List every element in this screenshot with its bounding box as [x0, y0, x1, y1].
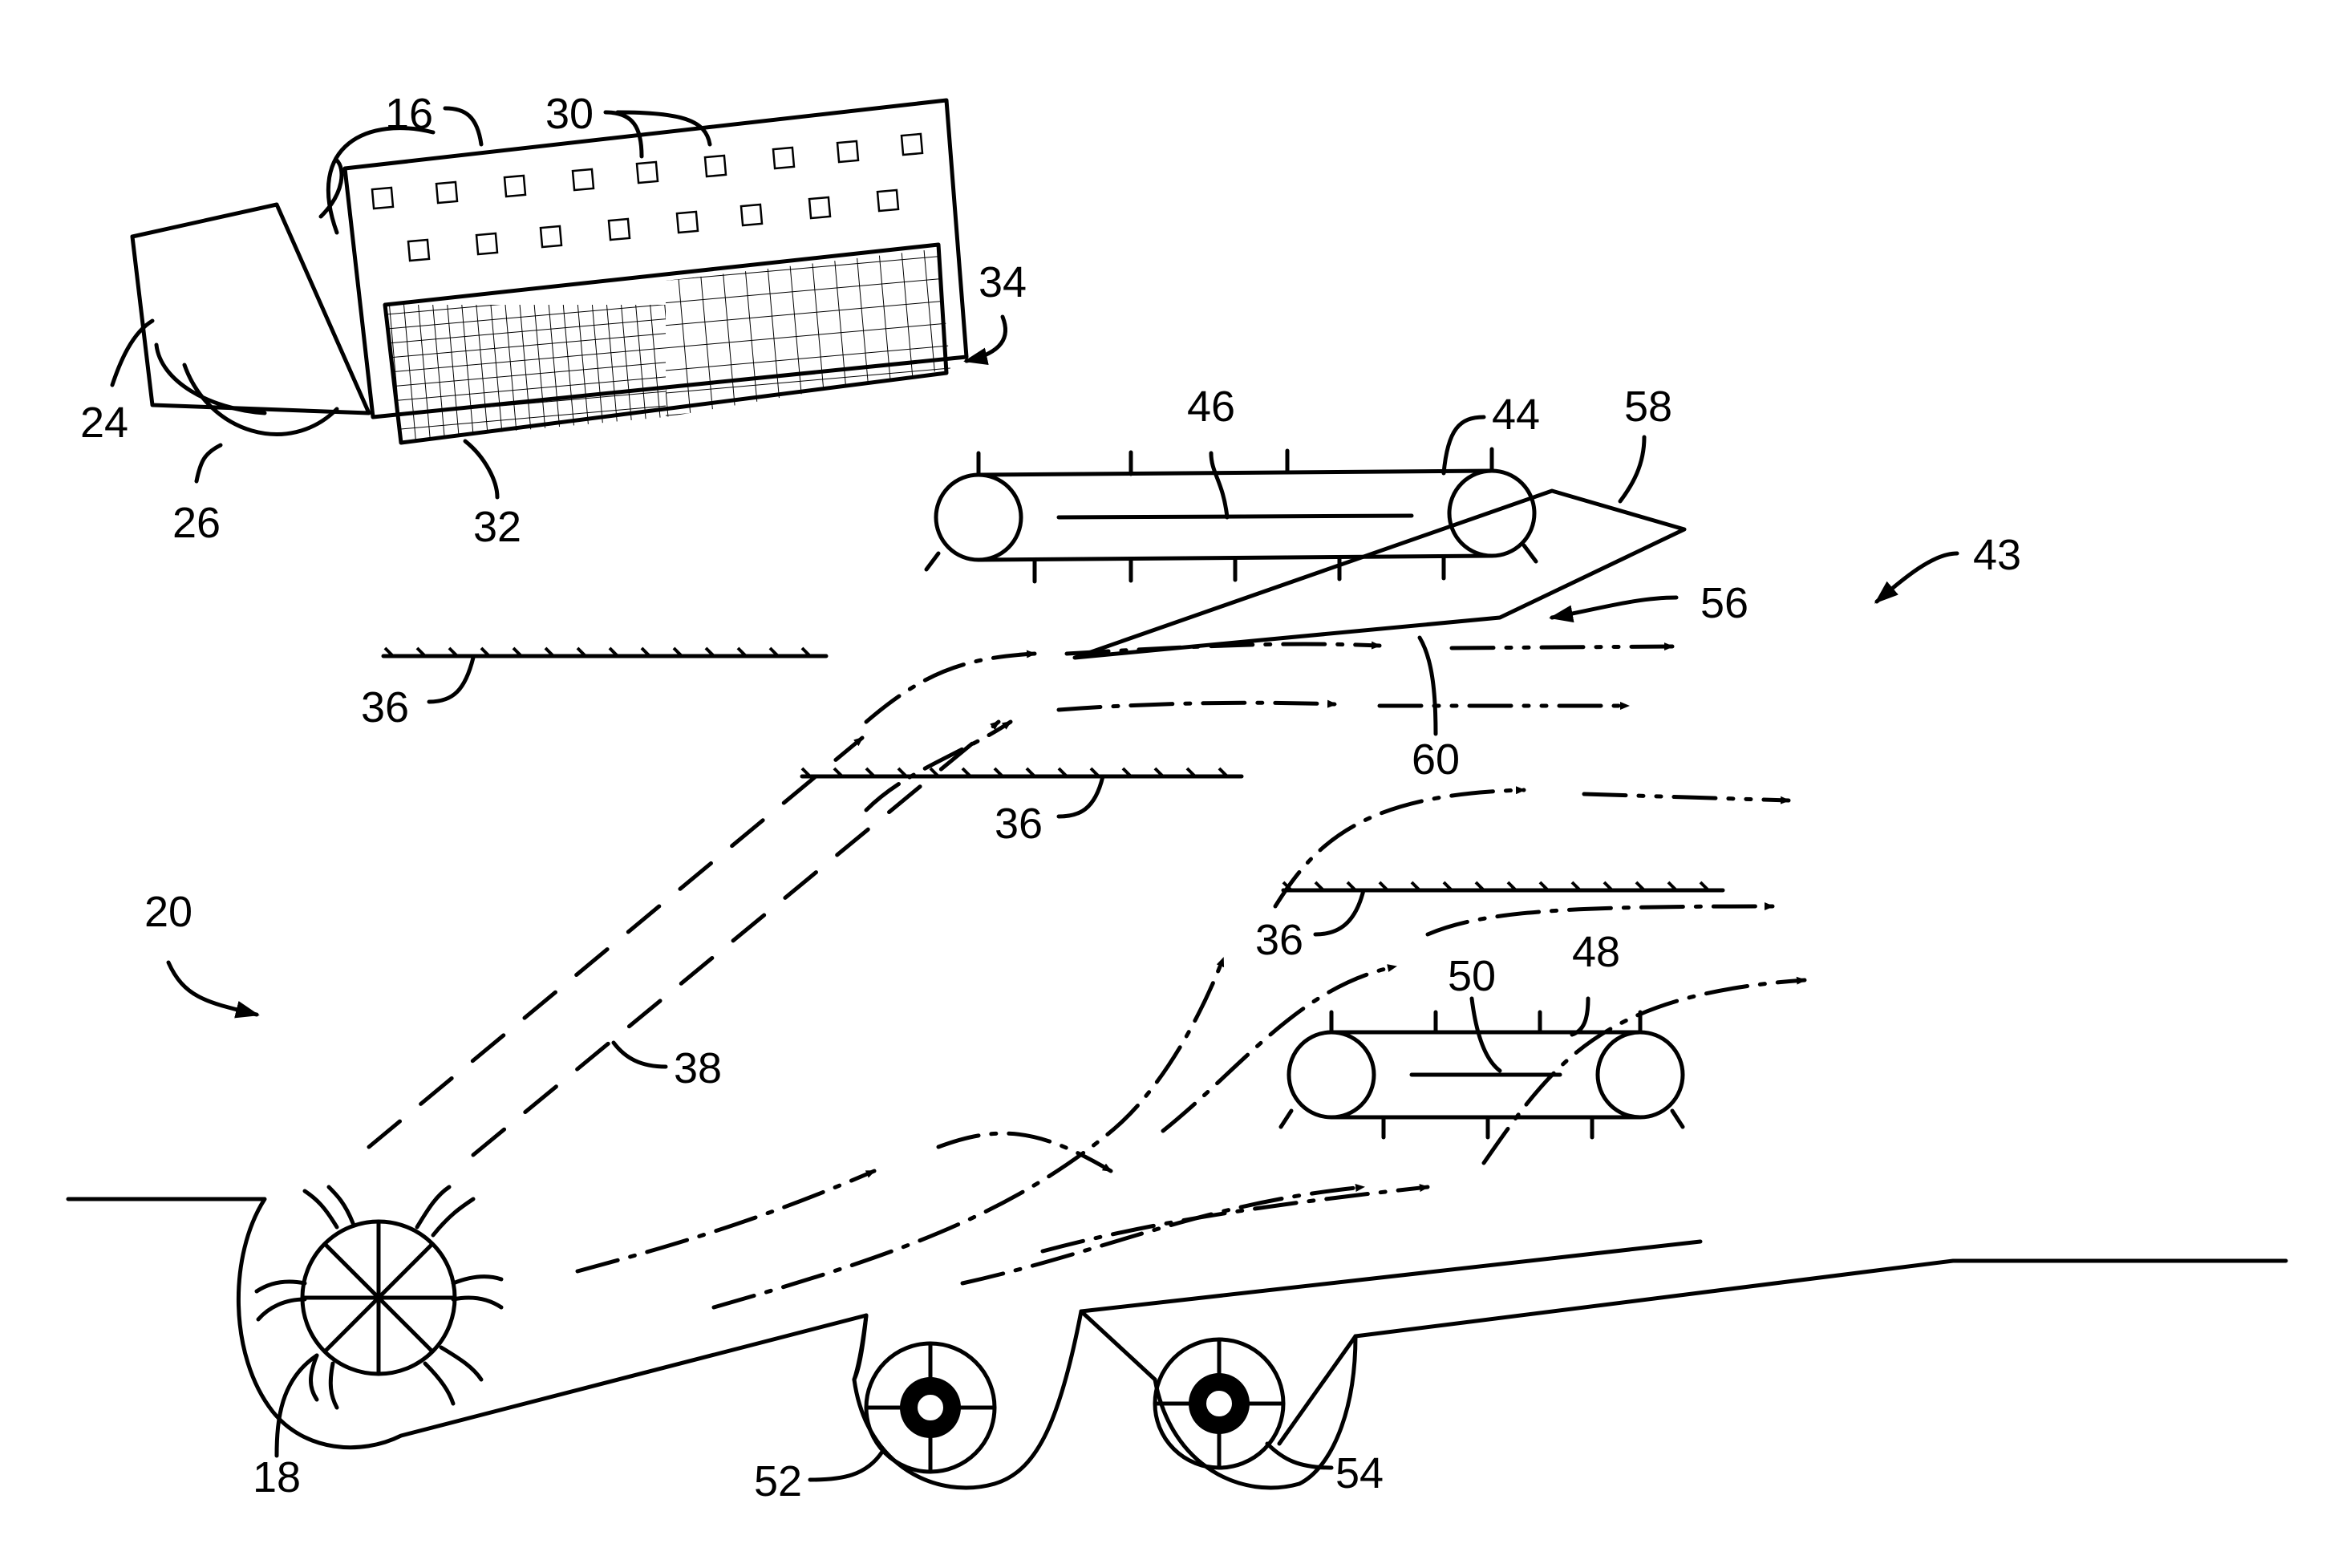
label-54: 54: [1335, 1449, 1384, 1497]
label-26: 26: [172, 499, 221, 547]
leader-60: [1420, 638, 1436, 734]
leader-38: [614, 1043, 666, 1067]
leader-44: [1444, 417, 1484, 473]
leader-36a: [429, 658, 473, 702]
label-16: 16: [385, 90, 433, 138]
guide-plate-36-lower-right: [1283, 882, 1723, 890]
label-48: 48: [1572, 928, 1620, 976]
label-52: 52: [754, 1457, 802, 1505]
label-36-middle: 36: [995, 800, 1043, 848]
sensor-row-upper: [372, 134, 922, 209]
sensor-grid-fine: [385, 305, 666, 441]
guide-plate-36-middle: [802, 768, 1242, 776]
label-32: 32: [473, 503, 521, 551]
lower-conveyor-48: [1281, 1012, 1683, 1137]
wheel-arc-top: [328, 128, 433, 233]
trajectories-dashdot: [577, 644, 1805, 1307]
upper-conveyor-44: [926, 449, 1684, 658]
leader-36b: [1059, 776, 1103, 816]
label-56: 56: [1700, 579, 1748, 627]
label-38: 38: [674, 1044, 722, 1092]
label-24: 24: [80, 399, 128, 447]
leader-26: [197, 445, 221, 481]
pocket-54: [1155, 1336, 1355, 1488]
leader-52: [810, 1452, 882, 1480]
label-30: 30: [545, 90, 594, 138]
roller-52: [866, 1343, 995, 1472]
label-34: 34: [979, 258, 1027, 306]
label-46: 46: [1187, 383, 1235, 431]
leader-34: [966, 317, 1006, 361]
label-58: 58: [1624, 383, 1672, 431]
rotor-18: [257, 1187, 501, 1408]
leader-43: [1877, 553, 1957, 602]
label-36-lower: 36: [1255, 916, 1303, 964]
sensor-row-lower: [408, 190, 898, 261]
belt-46: [1059, 516, 1412, 517]
trough-profile: [68, 1199, 2286, 1488]
leader-32: [465, 441, 497, 497]
guide-plate-36-upper-left: [383, 648, 826, 656]
label-60: 60: [1412, 735, 1460, 784]
leader-36c: [1315, 890, 1363, 934]
leader-56: [1552, 598, 1676, 618]
label-20: 20: [144, 888, 192, 936]
leader-16: [445, 108, 481, 144]
housing-front-panel: [132, 205, 369, 413]
sensor-housing-16: [132, 100, 966, 443]
label-50: 50: [1448, 952, 1496, 1000]
crescent-bottom: [156, 345, 265, 413]
roller-54: [1155, 1339, 1283, 1468]
leader-50: [1472, 999, 1500, 1071]
leader-20: [168, 962, 257, 1015]
leader-46: [1211, 453, 1227, 517]
label-44: 44: [1492, 391, 1540, 439]
label-43: 43: [1973, 531, 2021, 579]
label-36-upper: 36: [361, 683, 409, 731]
leader-48: [1572, 999, 1588, 1035]
leader-58: [1620, 437, 1644, 501]
label-18: 18: [253, 1453, 301, 1501]
